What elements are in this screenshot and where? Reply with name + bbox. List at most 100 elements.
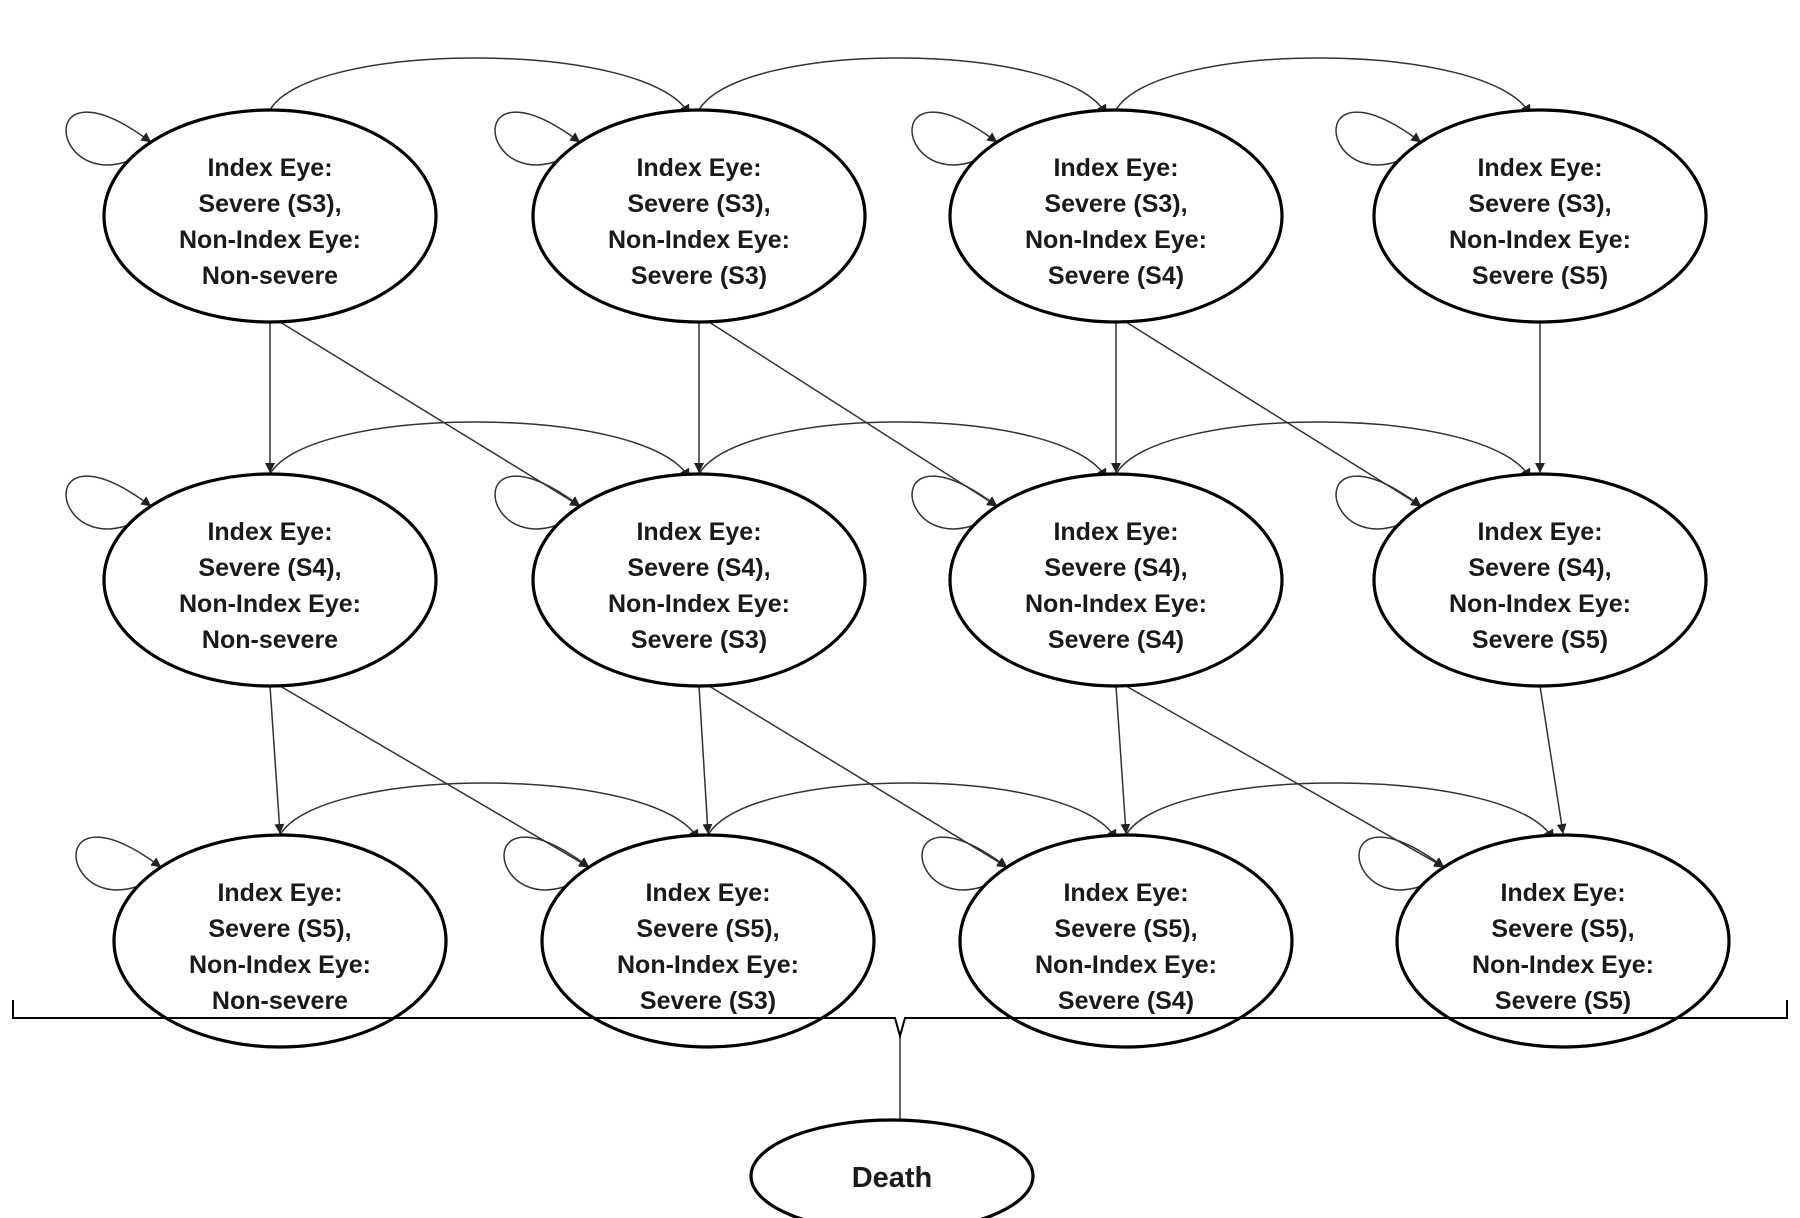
- state-label-line: Severe (S3): [631, 626, 767, 654]
- state-label-line: Severe (S5): [1495, 987, 1631, 1015]
- self-loop-arrow: [911, 111, 998, 166]
- downward-arrow: [269, 685, 285, 834]
- state-node: Index Eye: Severe (S4), Non-Index Eye: Seve…: [1372, 472, 1708, 688]
- self-loop-arrow: [75, 836, 162, 891]
- self-loop-arrow: [65, 475, 152, 530]
- state-label-line: Non-Index Eye:: [1449, 590, 1631, 618]
- state-ellipse: [102, 108, 438, 324]
- row-transition-arrow: [698, 421, 1107, 479]
- diagonal-arrow: [279, 321, 581, 507]
- downward-arrow: [698, 685, 713, 834]
- state-label-line: Severe (S5),: [636, 915, 779, 943]
- state-label-line: Severe (S3),: [1044, 190, 1187, 218]
- state-label-line: Index Eye:: [207, 518, 332, 546]
- states-bracket: [12, 1000, 1788, 1040]
- state-ellipse: [540, 833, 876, 1049]
- state-label-line: Severe (S3),: [627, 190, 770, 218]
- state-label-line: Index Eye:: [1053, 518, 1178, 546]
- state-label-line: Severe (S3),: [1468, 190, 1611, 218]
- state-label-line: Severe (S4),: [198, 554, 341, 582]
- state-label-line: Index Eye:: [636, 154, 761, 182]
- downward-arrow: [1115, 685, 1131, 834]
- self-loop-arrow: [494, 111, 581, 166]
- state-ellipse: [948, 108, 1284, 324]
- diagonal-arrow: [708, 321, 998, 507]
- state-label-line: Severe (S4): [1058, 987, 1194, 1015]
- state-label-line: Severe (S4): [1048, 626, 1184, 654]
- state-label-line: Index Eye:: [1477, 518, 1602, 546]
- self-loop-arrow: [911, 475, 998, 530]
- diagonal-arrow: [1125, 321, 1422, 507]
- state-label-line: Index Eye:: [217, 879, 342, 907]
- state-label-line: Severe (S5): [1472, 626, 1608, 654]
- state-node: Index Eye: Severe (S3), Non-Index Eye: Non-…: [102, 108, 438, 324]
- state-node: Index Eye:Severe (S5),Non-Index Eye:Seve…: [1395, 833, 1731, 1049]
- row-transition-arrow: [1115, 421, 1531, 479]
- state-node: Index Eye: Severe (S3), Non-Index Eye: Seve…: [531, 108, 867, 324]
- state-label-line: Non-severe: [202, 262, 338, 290]
- death-label: Death: [852, 1162, 933, 1194]
- state-label-line: Severe (S5),: [1054, 915, 1197, 943]
- state-label-line: Severe (S4): [1048, 262, 1184, 290]
- state-ellipse: [948, 472, 1284, 688]
- state-ellipse: [102, 472, 438, 688]
- state-label-line: Index Eye:: [207, 154, 332, 182]
- row-transition-arrow: [1115, 57, 1531, 115]
- row-transition-arrow: [1125, 782, 1554, 840]
- self-loop-arrow: [65, 111, 152, 166]
- state-label-line: Severe (S4),: [627, 554, 770, 582]
- state-label-line: Severe (S5),: [1491, 915, 1634, 943]
- state-label-line: Index Eye:: [1477, 154, 1602, 182]
- state-ellipse: [1372, 108, 1708, 324]
- self-loop-arrow: [1335, 475, 1422, 530]
- state-label-line: Severe (S5): [1472, 262, 1608, 290]
- state-label-line: Non-Index Eye:: [189, 951, 371, 979]
- state-node: Index Eye: Severe (S4), Non-Index Eye: Seve…: [948, 472, 1284, 688]
- state-node: Index Eye: Severe (S5), Non-Index Eye: Non-…: [112, 833, 448, 1049]
- row-transition-arrow: [269, 421, 690, 479]
- state-ellipse: [531, 108, 867, 324]
- state-label-line: Index Eye:: [1053, 154, 1178, 182]
- downward-arrow: [1539, 685, 1567, 834]
- state-label-line: Non-Index Eye:: [1035, 951, 1217, 979]
- row-transition-arrow: [269, 57, 690, 115]
- state-node: Index Eye: Severe (S5), Non-Index Eye: Seve…: [958, 833, 1294, 1049]
- state-label-line: Severe (S3): [631, 262, 767, 290]
- state-label-line: Index Eye:: [636, 518, 761, 546]
- state-label-line: Severe (S4),: [1468, 554, 1611, 582]
- state-label-line: Index Eye:: [1063, 879, 1188, 907]
- state-label-line: Non-Index Eye:: [179, 590, 361, 618]
- state-label-line: Severe (S5),: [208, 915, 351, 943]
- diagonal-arrow: [279, 685, 590, 868]
- state-ellipse: [531, 472, 867, 688]
- state-ellipse: [1372, 472, 1708, 688]
- state-node: Index Eye:Severe (S3),Non-Index Eye:Seve…: [948, 108, 1284, 324]
- state-label-line: Severe (S3): [640, 987, 776, 1015]
- state-label-line: Non-severe: [212, 987, 348, 1015]
- state-node: Index Eye: Severe (S5), Non-Index Eye: Seve…: [540, 833, 876, 1049]
- state-label-line: Non-Index Eye:: [1025, 590, 1207, 618]
- state-label-line: Non-Index Eye:: [1449, 226, 1631, 254]
- death-state: Death: [749, 1118, 1035, 1218]
- state-label-line: Non-Index Eye:: [179, 226, 361, 254]
- state-label-line: Severe (S3),: [198, 190, 341, 218]
- state-label-line: Index Eye:: [1500, 879, 1625, 907]
- diagonal-arrow: [708, 685, 1008, 868]
- row-transition-arrow: [707, 782, 1117, 840]
- state-node: Index Eye:Severe (S4),Non-Index Eye:Non-…: [102, 472, 438, 688]
- state-label-line: Index Eye:: [645, 879, 770, 907]
- state-label-line: Non-Index Eye:: [617, 951, 799, 979]
- transition-arrows: [65, 57, 1567, 1121]
- state-label-line: Non-Index Eye:: [608, 590, 790, 618]
- row-transition-arrow: [279, 782, 699, 840]
- state-label-line: Severe (S4),: [1044, 554, 1187, 582]
- state-label-line: Non-Index Eye:: [608, 226, 790, 254]
- state-node: Index Eye: Severe (S3), Non-Index Eye: Seve…: [1372, 108, 1708, 324]
- diagonal-arrow: [1125, 685, 1445, 868]
- row-transition-arrow: [698, 57, 1107, 115]
- state-node: Index Eye: Severe (S4), Non-Index Eye: Seve…: [531, 472, 867, 688]
- state-ellipse: [958, 833, 1294, 1049]
- state-ellipse: [112, 833, 448, 1049]
- state-nodes: Index Eye: Severe (S3), Non-Index Eye: Non-…: [102, 108, 1731, 1049]
